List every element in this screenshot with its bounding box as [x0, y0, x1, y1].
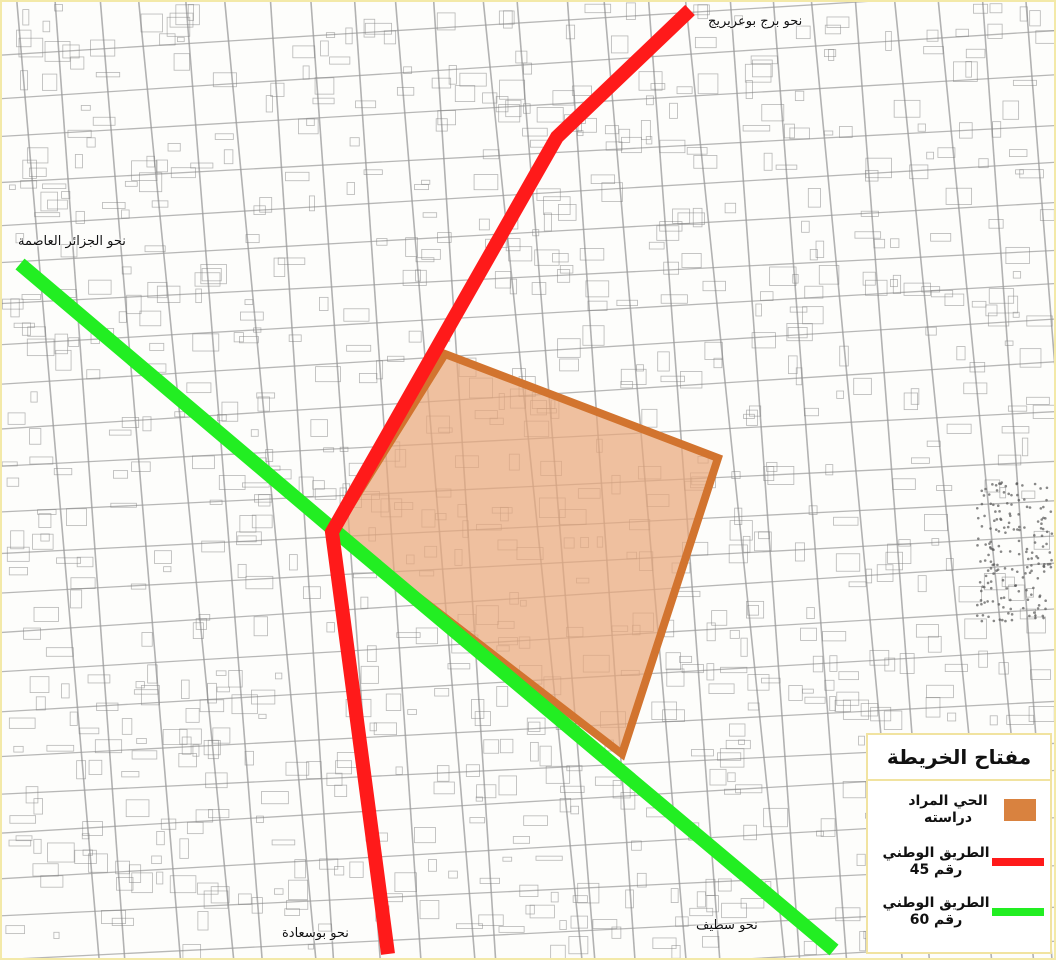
legend-label-study-area: الحي المراد دراسته: [908, 793, 988, 826]
label-toward-south: نحو بوسعادة: [282, 926, 349, 941]
national-road-45[interactable]: [324, 4, 695, 955]
road-45-swatch: [992, 858, 1044, 866]
study-area-swatch: [1004, 799, 1036, 821]
road-60-swatch: [992, 908, 1044, 916]
label-toward-east: نحو سطيف: [696, 918, 758, 933]
legend-item-road-45: الطريق الوطني رقم 45: [868, 845, 1050, 879]
legend-item-study-area: الحي المراد دراسته: [868, 793, 1050, 827]
legend-label-road-60: الطريق الوطني رقم 60: [882, 895, 990, 928]
label-toward-north: نحو برج بوعريريج: [708, 14, 803, 29]
map-legend: مفتاح الخريطة الحي المراد دراسته الطريق …: [866, 733, 1052, 954]
legend-label-road-45: الطريق الوطني رقم 45: [882, 845, 990, 878]
legend-item-road-60: الطريق الوطني رقم 60: [868, 895, 1050, 929]
label-toward-west: نحو الجزائر العاصمة: [18, 234, 126, 249]
legend-title: مفتاح الخريطة: [868, 735, 1050, 781]
